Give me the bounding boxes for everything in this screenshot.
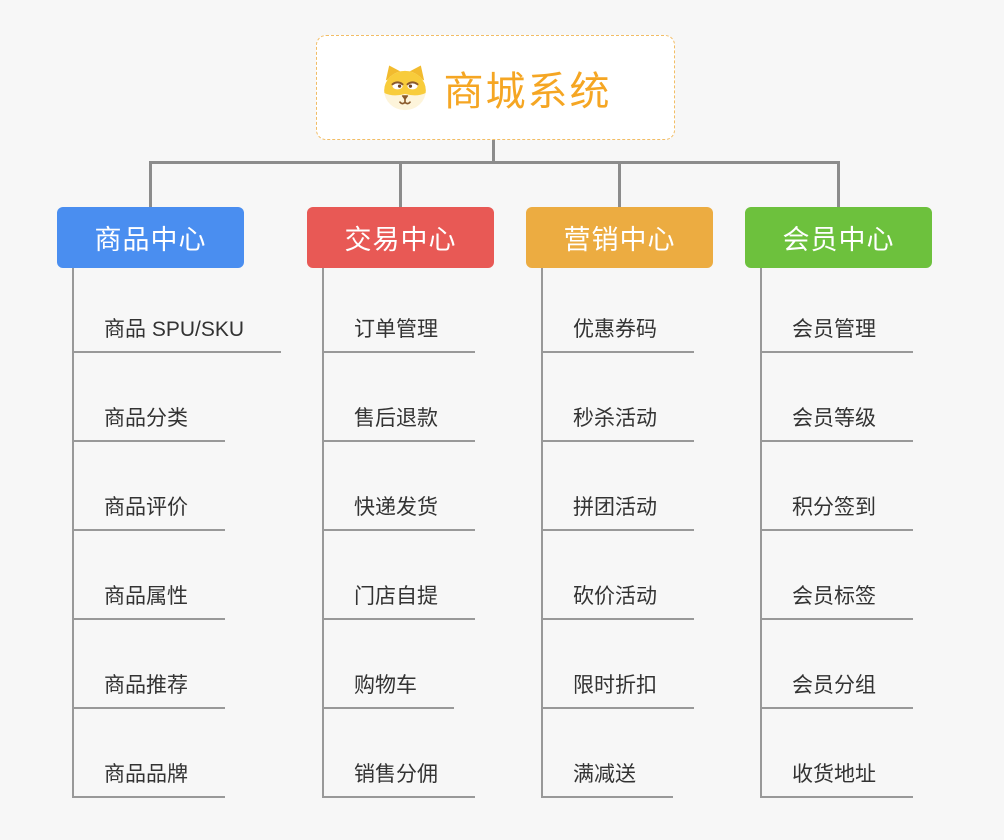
- leaf-node[interactable]: 售后退款: [324, 353, 475, 442]
- leaf-node[interactable]: 商品 SPU/SKU: [74, 268, 282, 353]
- leaf-node[interactable]: 会员分组: [762, 620, 913, 709]
- leaf-node[interactable]: 积分签到: [762, 442, 913, 531]
- leaf-node[interactable]: 商品推荐: [74, 620, 225, 709]
- leaf-node[interactable]: 快递发货: [324, 442, 475, 531]
- leaf-node[interactable]: 限时折扣: [543, 620, 694, 709]
- root-title: 商城系统: [443, 69, 612, 114]
- leaf-node[interactable]: 会员等级: [762, 353, 913, 442]
- branch-node-member-center[interactable]: 会员中心: [745, 207, 932, 268]
- branch-label: 交易中心: [344, 225, 457, 255]
- root-node[interactable]: 商城系统: [316, 35, 675, 140]
- leaf-node[interactable]: 收货地址: [762, 709, 913, 798]
- connector-drop-marketing: [618, 161, 621, 207]
- branch-rail-trade: 订单管理 售后退款 快递发货 门店自提 购物车 销售分佣: [322, 268, 475, 798]
- leaf-node[interactable]: 门店自提: [324, 531, 475, 620]
- dog-face-icon: [383, 65, 426, 110]
- connector-root-stem: [492, 140, 495, 164]
- leaf-node[interactable]: 购物车: [324, 620, 454, 709]
- leaf-node[interactable]: 砍价活动: [543, 531, 694, 620]
- connector-drop-trade: [399, 161, 402, 207]
- branch-rail-member: 会员管理 会员等级 积分签到 会员标签 会员分组 收货地址: [760, 268, 913, 798]
- branch-node-product-center[interactable]: 商品中心: [57, 207, 244, 268]
- branch-rail-marketing: 优惠券码 秒杀活动 拼团活动 砍价活动 限时折扣 满减送: [541, 268, 694, 798]
- leaf-node[interactable]: 秒杀活动: [543, 353, 694, 442]
- branch-node-marketing-center[interactable]: 营销中心: [526, 207, 713, 268]
- branch-node-trade-center[interactable]: 交易中心: [307, 207, 494, 268]
- branch-label: 会员中心: [782, 225, 895, 255]
- leaf-node[interactable]: 拼团活动: [543, 442, 694, 531]
- leaf-node[interactable]: 销售分佣: [324, 709, 475, 798]
- leaf-node[interactable]: 会员管理: [762, 268, 913, 353]
- leaf-node[interactable]: 满减送: [543, 709, 673, 798]
- connector-drop-product: [149, 161, 152, 207]
- connector-horizontal-bus: [149, 161, 840, 164]
- leaf-node[interactable]: 商品分类: [74, 353, 225, 442]
- branch-rail-product: 商品 SPU/SKU 商品分类 商品评价 商品属性 商品推荐 商品品牌: [72, 268, 282, 798]
- branch-label: 商品中心: [94, 225, 207, 255]
- leaf-node[interactable]: 商品评价: [74, 442, 225, 531]
- leaf-node[interactable]: 优惠券码: [543, 268, 694, 353]
- leaf-node[interactable]: 商品品牌: [74, 709, 225, 798]
- branch-label: 营销中心: [563, 225, 676, 255]
- connector-drop-member: [837, 161, 840, 207]
- leaf-node[interactable]: 订单管理: [324, 268, 475, 353]
- leaf-node[interactable]: 会员标签: [762, 531, 913, 620]
- leaf-node[interactable]: 商品属性: [74, 531, 225, 620]
